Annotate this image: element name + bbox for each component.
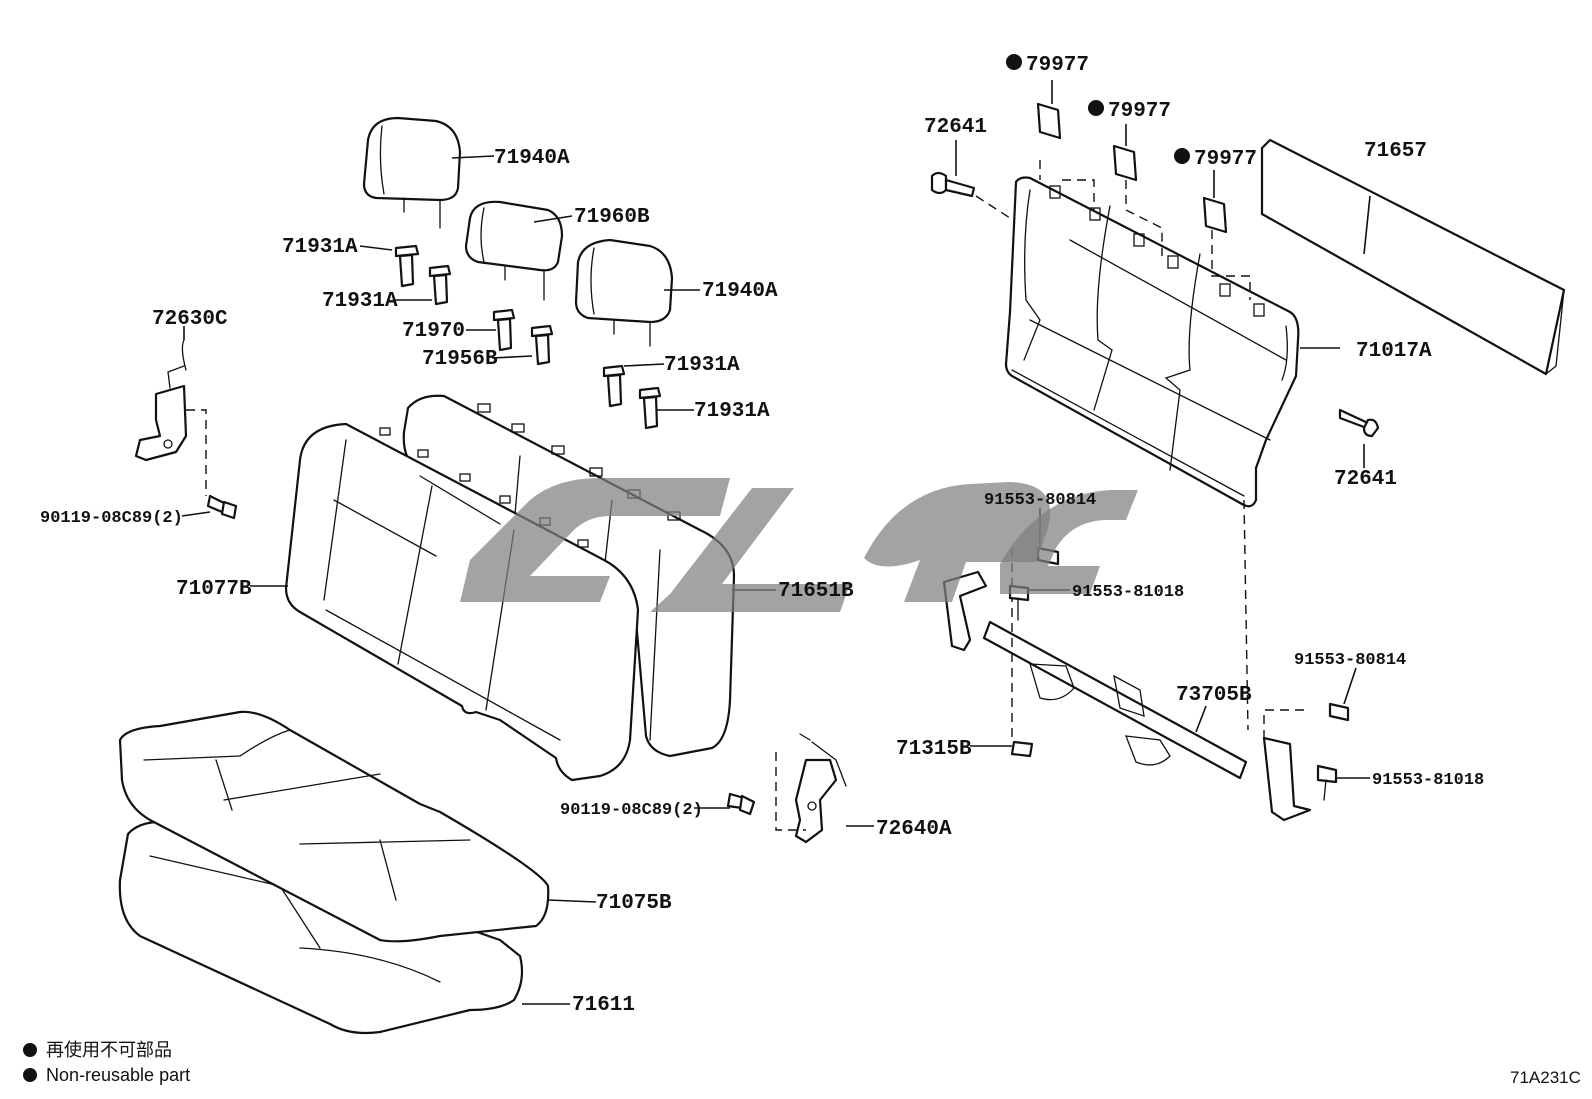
label-cushion-pad: 71611 <box>572 994 635 1017</box>
label-guide-center-2: 71956B <box>422 348 498 371</box>
label-bolt-right: 90119-08C89(2) <box>560 801 703 820</box>
leaders <box>181 80 1371 1005</box>
label-nut-1: 91553-80814 <box>984 491 1096 510</box>
non-reusable-marker-3 <box>1174 148 1190 164</box>
headrest-left <box>362 116 462 229</box>
label-bolt-frame-left: 72641 <box>924 116 987 139</box>
labels-79977 <box>1036 102 1228 234</box>
label-guide-2: 71931A <box>322 290 398 313</box>
hinge-right-part <box>794 733 847 844</box>
frame-part <box>1004 176 1300 508</box>
label-guide-1: 71931A <box>282 236 358 259</box>
label-guide-3: 71931A <box>664 354 740 377</box>
label-guide-4: 71931A <box>694 400 770 423</box>
label-bolt-bottom: 71315B <box>896 738 972 761</box>
hinge-left-part <box>134 339 188 462</box>
label-headrest-right: 71940A <box>702 280 778 303</box>
label-label-1: 79977 <box>1026 54 1089 77</box>
frame-bolt-left <box>930 171 976 198</box>
label-label-2: 79977 <box>1108 100 1171 123</box>
label-cushion-cover: 71075B <box>596 892 672 915</box>
headrest-guides <box>394 244 662 430</box>
hinge-right-dash <box>775 752 806 831</box>
label-nut-3: 91553-80814 <box>1294 651 1406 670</box>
label-bolt-left: 90119-08C89(2) <box>40 509 183 528</box>
label-headrest-center: 71960B <box>574 206 650 229</box>
cushion-cover <box>118 710 550 943</box>
label-back-pad: 71651B <box>778 580 854 603</box>
label-guide-center-1: 71970 <box>402 320 465 343</box>
board-part <box>1260 138 1566 376</box>
non-reusable-marker-2 <box>1088 100 1104 116</box>
hinge-left-dash <box>186 409 207 496</box>
label-nut-4: 91553-81018 <box>1372 771 1484 790</box>
frame-bolt-left-dash <box>975 195 1011 219</box>
label-nut-2: 91553-81018 <box>1072 583 1184 602</box>
diagram-code: 71A231C <box>1510 1068 1581 1087</box>
legend-chinese: 再使用不可部品 <box>46 1040 172 1060</box>
label-headrest-left: 71940A <box>494 147 570 170</box>
non-reusable-marker-1 <box>1006 54 1022 70</box>
label-label-3: 79977 <box>1194 148 1257 171</box>
label-bar: 73705B <box>1176 684 1252 707</box>
headrest-right <box>574 238 674 347</box>
headrest-center <box>464 200 564 301</box>
bolt-right-part <box>726 792 756 816</box>
bar-part <box>942 570 1312 822</box>
label-hinge-left: 72630C <box>152 308 228 331</box>
legend-bullet-english <box>23 1068 37 1082</box>
frame-bolt-right <box>1338 408 1380 438</box>
label-back-cover: 71077B <box>176 578 252 601</box>
frame-dashes <box>1039 160 1251 731</box>
label-board: 71657 <box>1364 140 1427 163</box>
bolt-left-part <box>206 494 238 520</box>
label-hinge-right: 72640A <box>876 818 952 841</box>
label-frame: 71017A <box>1356 340 1432 363</box>
watermark <box>460 478 1138 612</box>
legend-bullet-chinese <box>23 1043 37 1057</box>
legend-english: Non-reusable part <box>46 1065 190 1085</box>
label-bolt-frame-right: 72641 <box>1334 468 1397 491</box>
